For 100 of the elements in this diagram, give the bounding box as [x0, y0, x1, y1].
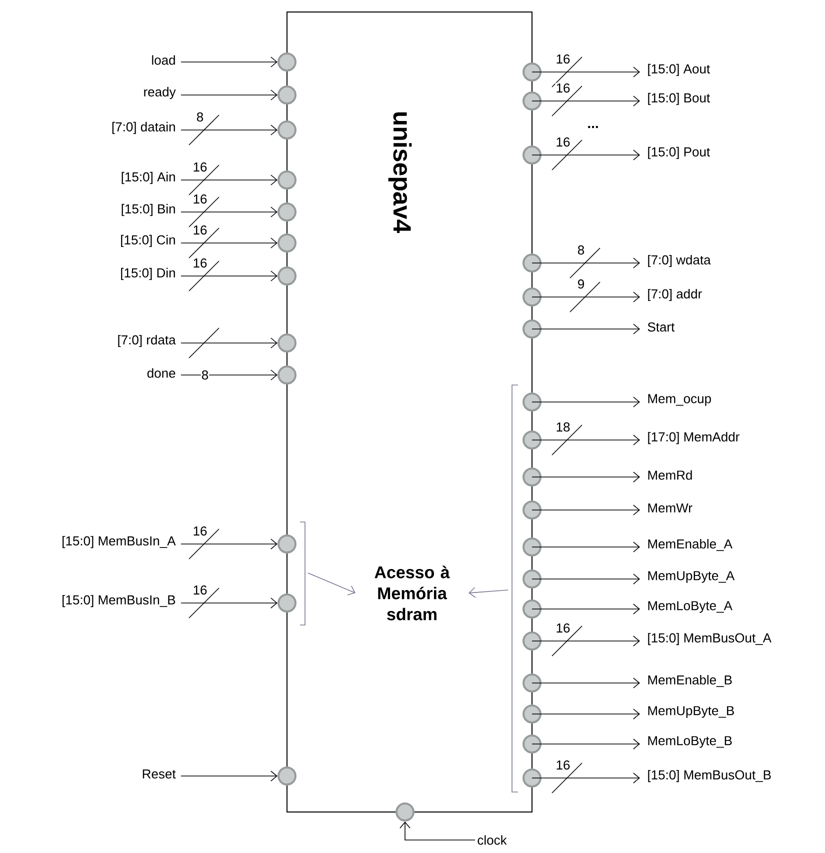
- port-circle: [522, 538, 542, 556]
- arrow: [180, 338, 278, 348]
- signal-label: MemRd: [648, 470, 692, 480]
- arrow: [532, 150, 640, 160]
- bus-width: 16: [192, 258, 208, 268]
- signal-label: [15:0] Din: [121, 268, 175, 280]
- arrow: [532, 324, 640, 334]
- signal-label: clock: [478, 835, 507, 845]
- port-circle: [278, 766, 296, 786]
- signal-label: [15:0] Ain: [122, 172, 175, 184]
- arrow: [400, 822, 476, 840]
- port-circle: [278, 366, 296, 384]
- bus-width: 8: [576, 244, 586, 256]
- arrow: [532, 292, 640, 302]
- port-circle: [278, 234, 296, 252]
- signal-label: MemLoByte_A: [648, 601, 732, 613]
- ellipsis: ...: [588, 126, 598, 128]
- port-circle: [522, 146, 542, 164]
- bus-width: 16: [555, 82, 571, 94]
- port-circle: [278, 202, 296, 222]
- arrow: [532, 772, 640, 784]
- arrow: [532, 738, 640, 750]
- signal-label: [15:0] MemBusIn_B: [62, 594, 176, 608]
- port-circle: [522, 62, 542, 82]
- arrow: [180, 538, 278, 550]
- bus-width: 8: [196, 112, 204, 122]
- arrow: [532, 678, 640, 688]
- bus-width: 16: [192, 224, 208, 236]
- bus-width: 16: [555, 136, 571, 148]
- port-circle: [396, 802, 414, 822]
- port-circle: [522, 674, 542, 692]
- arrow: [180, 370, 278, 380]
- arrow: [180, 770, 278, 782]
- arrow: [532, 542, 640, 552]
- port-circle: [278, 170, 296, 190]
- signal-label: [15:0] MemBusOut_A: [648, 632, 772, 646]
- port-circle: [278, 52, 296, 72]
- port-circle: [522, 288, 542, 306]
- signal-label: Start: [648, 322, 675, 332]
- port-circle: [522, 468, 542, 486]
- signal-label: [15:0] Bout: [648, 92, 710, 106]
- signal-label: [15:0] MemBusIn_A: [62, 536, 176, 548]
- signal-label: Mem_ocup: [648, 394, 711, 406]
- bus-width: 16: [555, 622, 571, 634]
- bus-width: 16: [555, 54, 571, 64]
- bus-width: 16: [555, 760, 571, 770]
- port-circle: [522, 632, 542, 650]
- arrow: [532, 636, 640, 646]
- arrow: [468, 587, 508, 598]
- bus-width: 18: [555, 422, 571, 432]
- port-circle: [278, 334, 296, 352]
- port-circle: [522, 430, 542, 450]
- bus-width: 8: [200, 370, 210, 380]
- port-circle: [278, 534, 296, 554]
- arrow: [180, 56, 278, 68]
- signal-label: [15:0] Cin: [121, 234, 175, 248]
- arrow: [180, 598, 278, 608]
- signal-label: [7:0] rdata: [118, 334, 176, 348]
- signal-label: [15:0] MemBusOut_B: [648, 770, 771, 782]
- port-circle: [522, 92, 542, 110]
- port-circle: [522, 704, 542, 724]
- signal-label: [7:0] wdata: [648, 254, 711, 268]
- bus-width: 9: [576, 278, 586, 290]
- port-circle: [278, 120, 296, 140]
- signal-label: MemUpByte_A: [648, 571, 735, 583]
- arrow: [532, 66, 640, 78]
- port-circle: [522, 392, 542, 412]
- signal-label: [15:0] Bin: [122, 204, 175, 216]
- block-label: Acesso à Memória sdram: [374, 566, 450, 620]
- port-circle: [522, 734, 542, 754]
- arrow: [180, 90, 278, 100]
- arrow: [532, 434, 640, 446]
- arrow: [180, 124, 278, 136]
- signal-label: [7:0] addr: [648, 288, 702, 302]
- signal-label: load: [152, 55, 175, 65]
- arrow: [532, 708, 640, 720]
- arrow: [532, 258, 640, 268]
- signal-label: [17:0] MemAddr: [648, 432, 740, 444]
- signal-label: ready: [144, 86, 176, 100]
- signal-label: MemEnable_A: [648, 539, 732, 551]
- port-circle: [522, 600, 542, 618]
- arrow: [308, 572, 356, 596]
- signal-label: MemUpByte_B: [648, 706, 734, 718]
- bus-width: 16: [192, 584, 208, 596]
- signal-label: Reset: [142, 769, 176, 779]
- arrow: [180, 270, 278, 282]
- arrow: [532, 472, 640, 482]
- port-circle: [522, 320, 542, 338]
- arrow: [532, 574, 640, 584]
- port-circle: [278, 266, 296, 286]
- signal-label: [7:0] datain: [112, 122, 175, 134]
- port-circle: [522, 570, 542, 588]
- signal-label: [15:0] Aout: [648, 64, 710, 76]
- port-circle: [278, 594, 296, 612]
- arrow: [180, 174, 278, 186]
- signal-label: MemEnable_B: [648, 675, 732, 688]
- port-circle: [522, 768, 542, 788]
- port-circle: [278, 86, 296, 104]
- port-circle: [522, 254, 542, 272]
- arrow: [532, 96, 640, 106]
